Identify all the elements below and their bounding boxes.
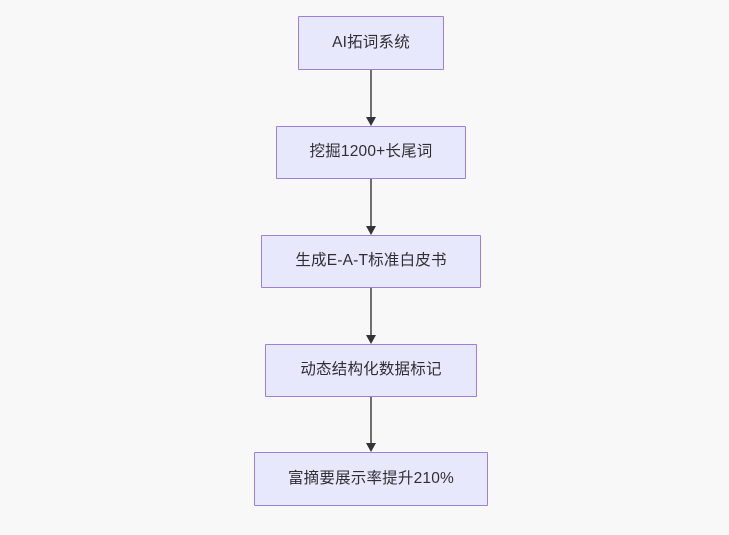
- edge-node1-to-node2: [361, 70, 381, 126]
- flowchart-node-eat-whitepaper[interactable]: 生成E-A-T标准白皮书: [261, 235, 481, 288]
- flowchart-node-structured-data-markup[interactable]: 动态结构化数据标记: [265, 344, 477, 397]
- node-label: 动态结构化数据标记: [300, 361, 442, 379]
- flowchart-node-longtail-keywords[interactable]: 挖掘1200+长尾词: [276, 126, 466, 179]
- node-label: 富摘要展示率提升210%: [287, 469, 455, 487]
- edge-line: [370, 70, 372, 118]
- edge-line: [370, 179, 372, 227]
- arrowhead-icon: [366, 443, 376, 452]
- edge-node4-to-node5: [361, 397, 381, 452]
- arrowhead-icon: [366, 335, 376, 344]
- flowchart-node-ai-keyword-system[interactable]: AI拓词系统: [298, 16, 444, 70]
- edge-node3-to-node4: [361, 288, 381, 344]
- arrowhead-icon: [366, 117, 376, 126]
- edge-line: [370, 288, 372, 336]
- edge-node2-to-node3: [361, 179, 381, 235]
- node-label: 生成E-A-T标准白皮书: [295, 252, 447, 270]
- arrowhead-icon: [366, 226, 376, 235]
- node-label: 挖掘1200+长尾词: [309, 143, 433, 161]
- node-label: AI拓词系统: [332, 33, 410, 51]
- flowchart-node-rich-snippet-result[interactable]: 富摘要展示率提升210%: [254, 452, 488, 506]
- edge-line: [370, 397, 372, 444]
